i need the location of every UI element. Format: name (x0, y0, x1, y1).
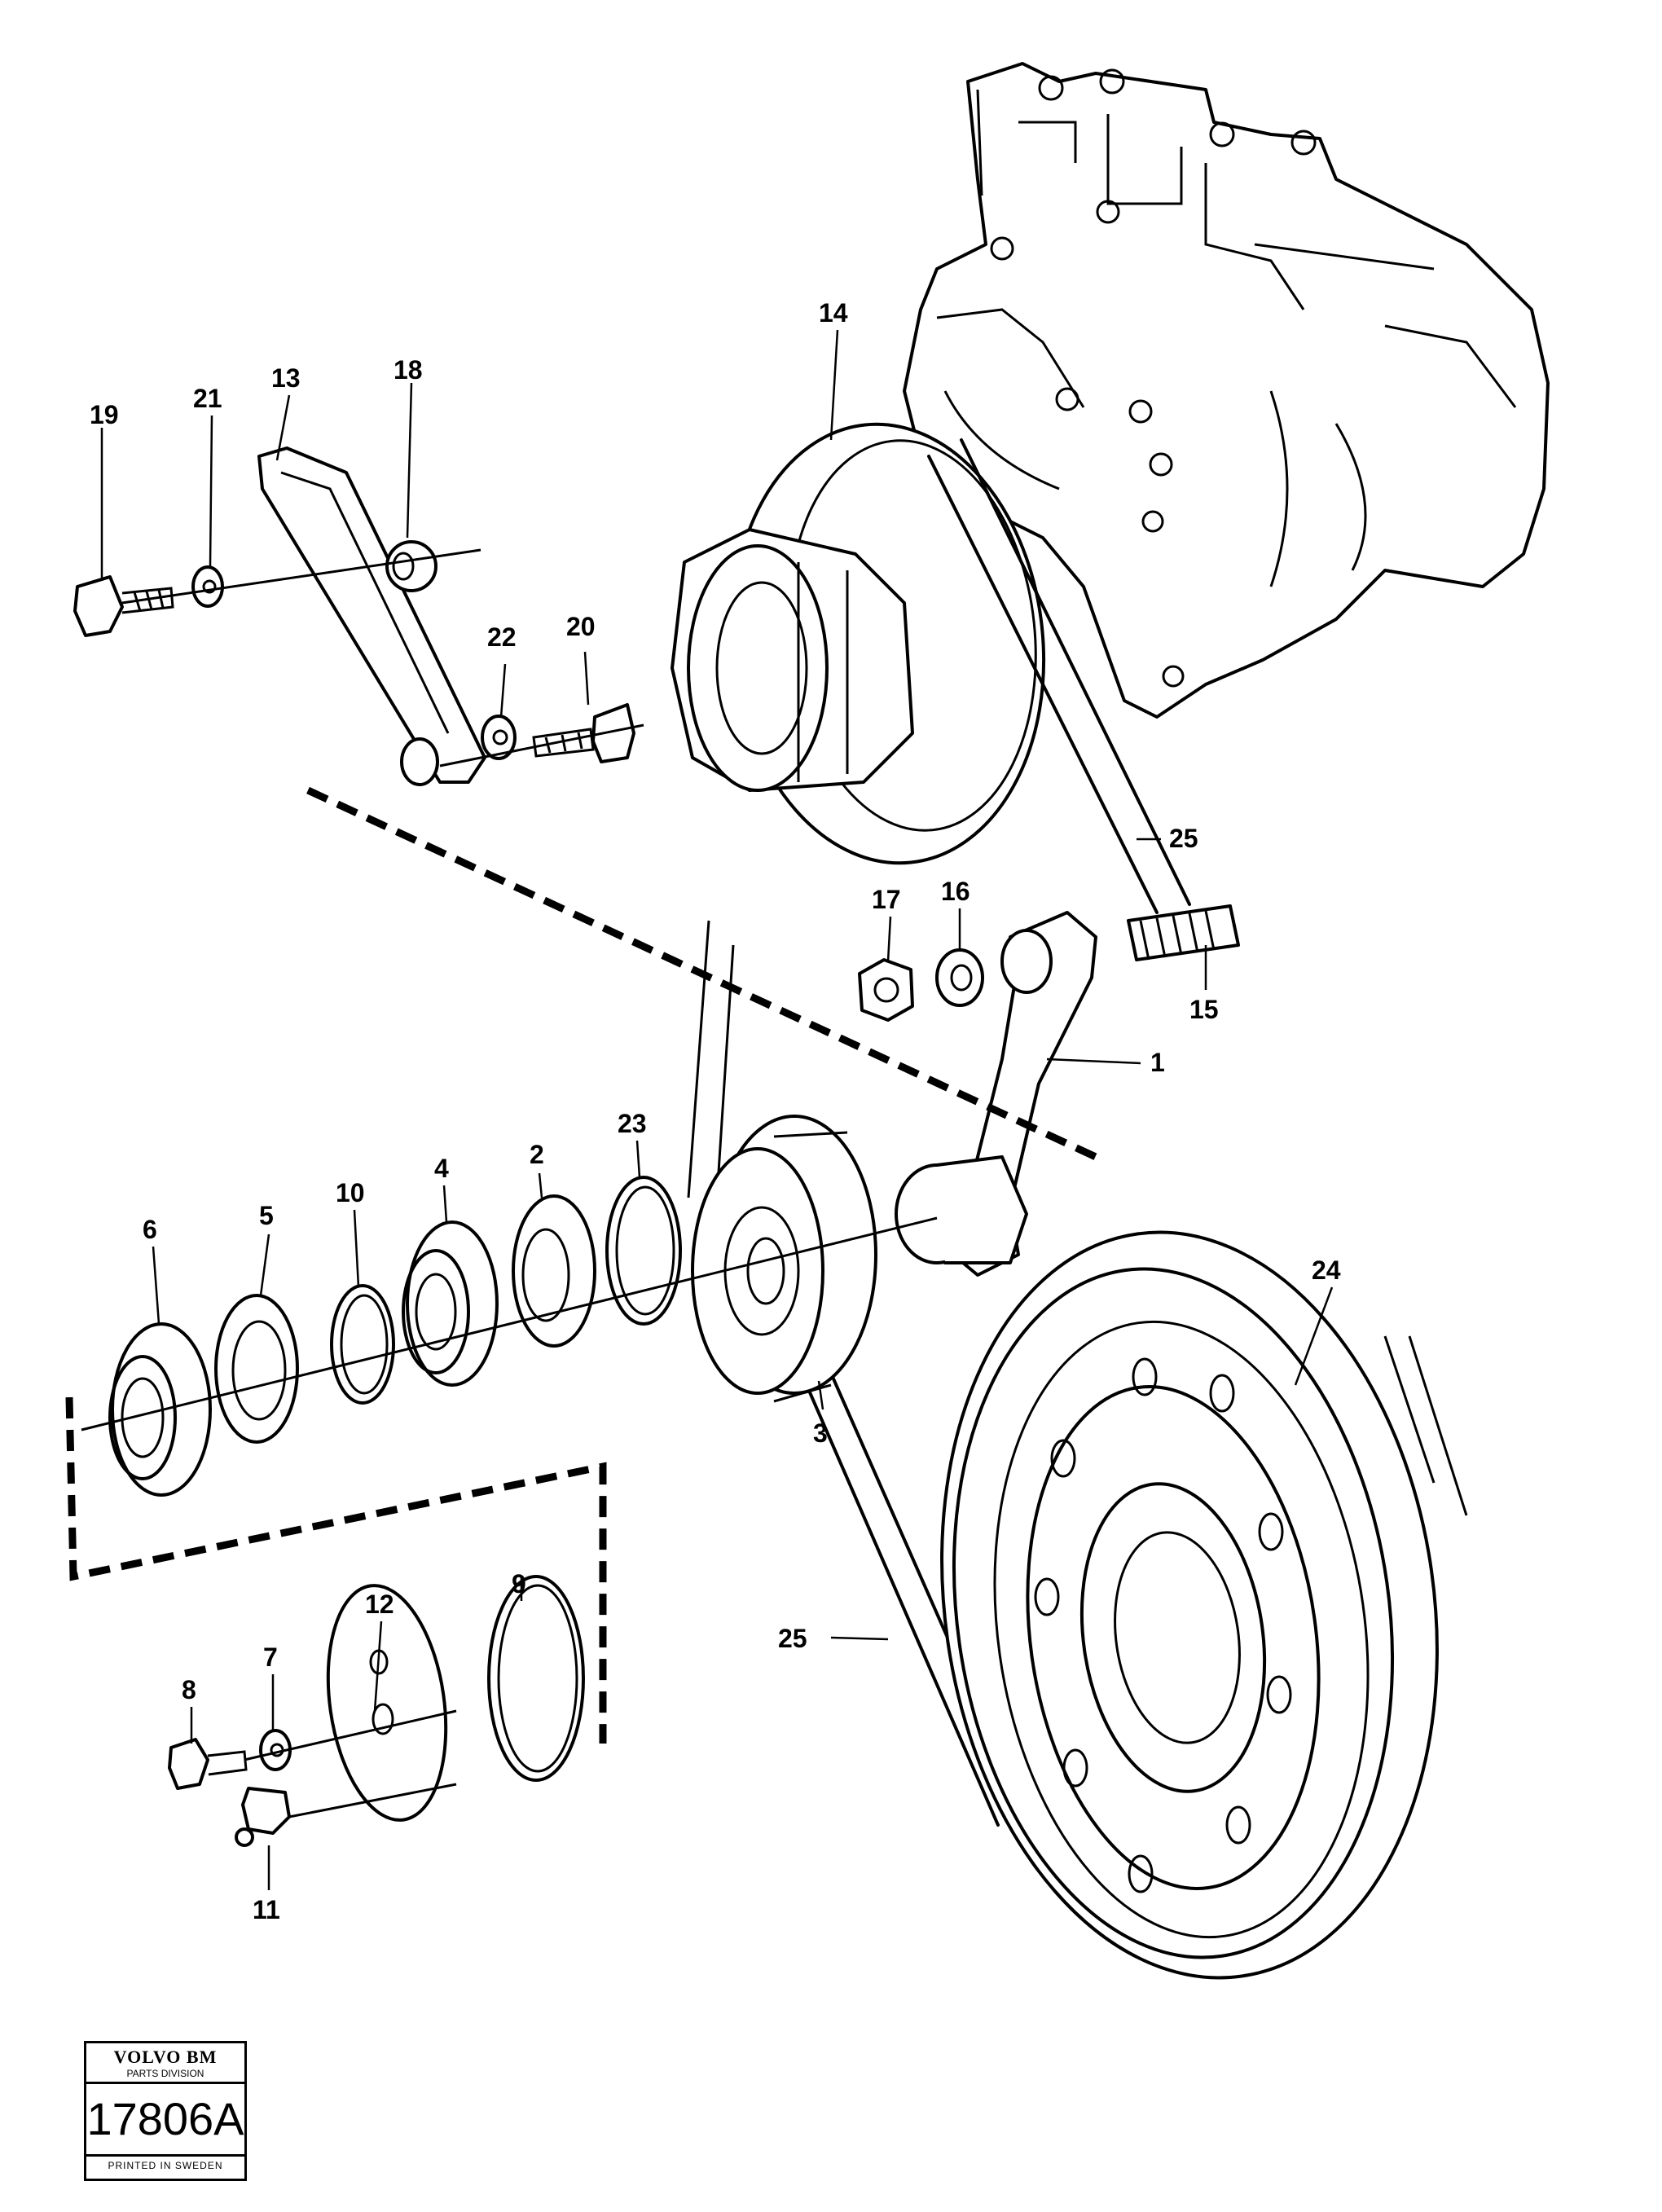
washer-22 (481, 715, 517, 760)
nut-17 (858, 958, 914, 1022)
cover-12 (326, 1584, 448, 1822)
o-ring-9 (487, 1575, 585, 1782)
stamp-brand: VOLVO BM (113, 2047, 218, 2067)
pump-housing (903, 62, 1550, 719)
seal-2 (512, 1194, 596, 1348)
callout-18: 18 (394, 355, 423, 385)
dashed-link-upper (306, 786, 1097, 1161)
callout-24: 24 (1312, 1256, 1341, 1285)
stamp-printed: PRINTED IN SWEDEN (108, 2160, 223, 2171)
callout-19: 19 (90, 400, 119, 429)
callout-3: 3 (813, 1418, 828, 1448)
circlip-10 (330, 1284, 395, 1405)
callout-22: 22 (487, 622, 517, 652)
callout-23: 23 (618, 1109, 647, 1138)
washer-21 (191, 565, 224, 608)
callout-12: 12 (365, 1590, 394, 1619)
callout-11: 11 (253, 1895, 280, 1924)
callout-14: 14 (819, 298, 848, 328)
volvo-bm-stamp: VOLVO BM PARTS DIVISION 17806A PRINTED I… (84, 2041, 247, 2181)
callout-10: 10 (336, 1178, 365, 1207)
bolt-axis-2 (439, 723, 644, 767)
callout-15: 15 (1189, 995, 1219, 1024)
stamp-code: 17806A (86, 2084, 244, 2157)
leader-lines (100, 329, 1334, 1890)
stamp-division: PARTS DIVISION (86, 2068, 244, 2084)
callout-25-lower: 25 (778, 1624, 807, 1653)
crank-pulley (940, 1230, 1439, 1980)
bolt-20 (532, 703, 635, 763)
bolt-19 (73, 575, 174, 637)
callout-5: 5 (259, 1201, 274, 1230)
bracket-13 (257, 446, 486, 786)
washer-16 (935, 948, 984, 1007)
bearing-4 (402, 1220, 499, 1387)
lock-washer-5 (214, 1294, 299, 1444)
dashed-link-lower (65, 1396, 607, 1744)
callout-labels: 19 21 13 18 14 22 20 25 17 16 15 1 6 5 1… (90, 298, 1341, 1924)
callout-16: 16 (941, 877, 970, 906)
callout-13: 13 (271, 363, 301, 393)
callout-7: 7 (263, 1643, 278, 1672)
callout-2: 2 (530, 1140, 544, 1169)
callout-21: 21 (193, 384, 222, 413)
callout-8: 8 (182, 1675, 196, 1704)
bolt-axis (121, 548, 481, 605)
callout-9: 9 (512, 1569, 526, 1599)
assembly-axis (81, 1216, 938, 1431)
spacer-18 (385, 540, 437, 592)
callout-20: 20 (566, 612, 596, 641)
callout-1: 1 (1150, 1048, 1165, 1077)
callout-6: 6 (143, 1215, 157, 1244)
cover-axis (244, 1709, 457, 1818)
callout-17: 17 (872, 885, 901, 914)
tensioner-arm (895, 904, 1240, 1277)
tensioner-pulley (691, 1115, 877, 1403)
bolt-8 (168, 1738, 248, 1790)
callout-4: 4 (434, 1154, 449, 1183)
snap-ring-23 (605, 1176, 682, 1326)
callout-25-upper: 25 (1169, 824, 1198, 853)
grease-nipple-11 (235, 1787, 291, 1847)
